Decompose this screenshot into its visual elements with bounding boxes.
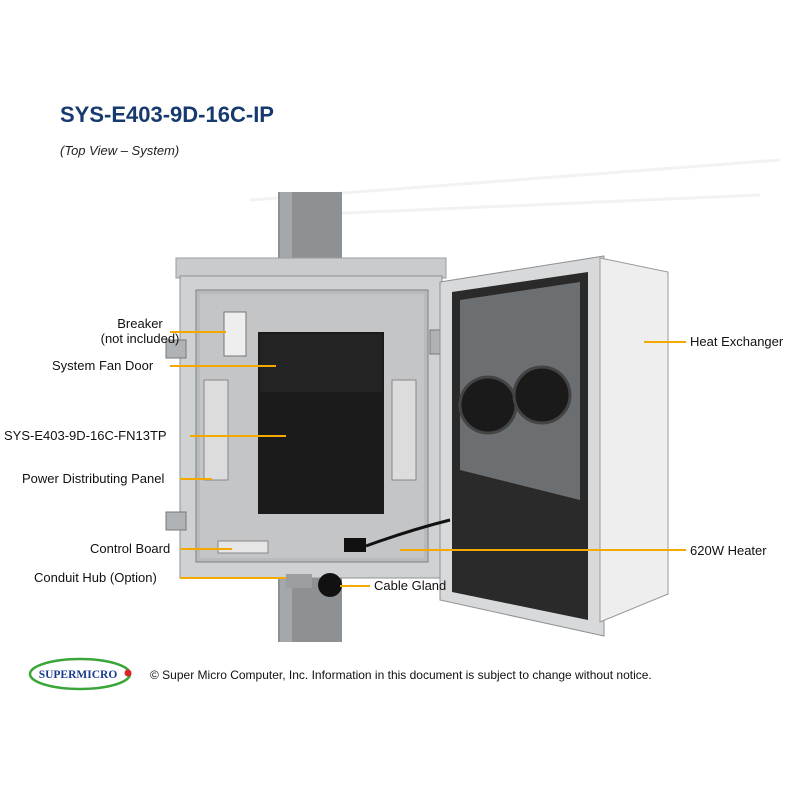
cable-gland: [318, 573, 342, 597]
fan-right: [512, 365, 572, 425]
leader-server-node: [190, 435, 286, 437]
page-subtitle: (Top View – System): [60, 143, 180, 158]
callout-breaker-line2: (not included): [100, 331, 180, 346]
callout-breaker-line1: Breaker: [117, 316, 163, 331]
callout-cable-gland: Cable Gland: [374, 578, 447, 593]
callout-conduit-hub: Conduit Hub (Option): [34, 570, 157, 585]
control-board: [217, 540, 269, 554]
leader-power-distributing-panel: [180, 478, 212, 480]
page-title: SYS-E403-9D-16C-IP: [60, 102, 274, 127]
leader-control-board: [180, 548, 232, 550]
callout-system-fan-door: System Fan Door: [52, 358, 154, 373]
callout-heater: 620W Heater: [690, 543, 767, 558]
leader-heat-exchanger: [644, 341, 686, 343]
leader-conduit-hub: [180, 577, 286, 579]
heater: [344, 538, 366, 552]
conduit-hub: [286, 574, 312, 588]
leader-system-fan-door: [170, 365, 276, 367]
leader-cable-gland: [340, 585, 370, 587]
callout-server-node: SYS-E403-9D-16C-FN13TP: [4, 428, 167, 443]
leader-heater: [400, 549, 686, 551]
copyright-notice: © Super Micro Computer, Inc. Information…: [150, 668, 652, 682]
callout-heat-exchanger: Heat Exchanger: [690, 334, 784, 349]
supermicro-logo: SUPERMICRO: [28, 657, 132, 691]
callout-breaker: Breaker (not included): [70, 316, 210, 346]
heat-exchanger-housing: [599, 257, 669, 623]
leader-breaker: [170, 331, 226, 333]
logo-text: SUPERMICRO: [39, 669, 118, 681]
callout-control-board: Control Board: [90, 541, 171, 556]
breaker: [223, 311, 247, 357]
fan-left: [458, 375, 518, 435]
enclosure-lid: [175, 257, 447, 279]
callout-power-distributing-panel: Power Distributing Panel: [22, 471, 165, 486]
